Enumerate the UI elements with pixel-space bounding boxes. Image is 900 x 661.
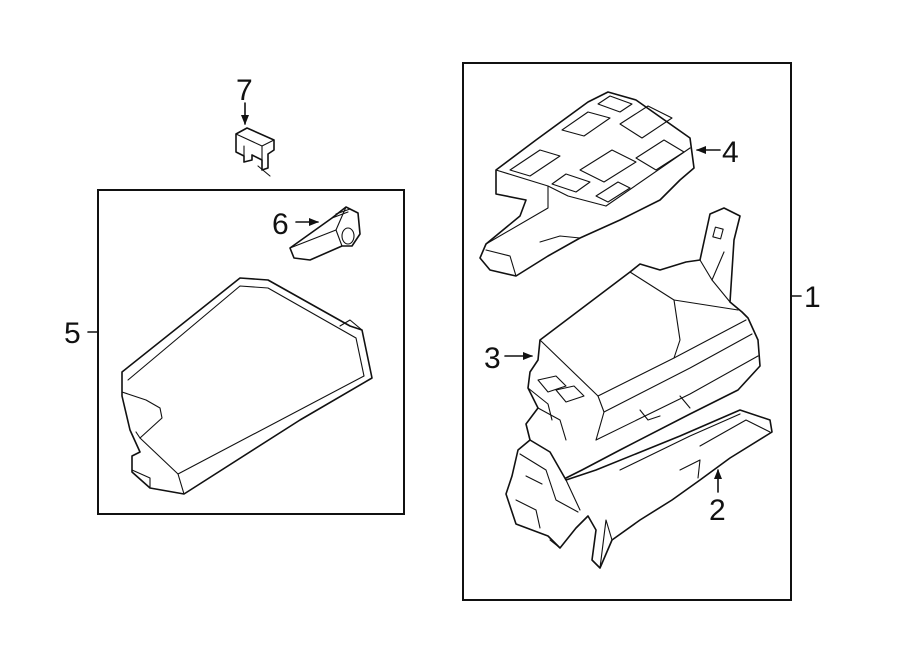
callout-4: 4 [722,136,739,169]
part-6-connector [289,206,361,261]
part-5-cover [121,277,373,495]
callout-3: 3 [484,342,501,375]
assembly-box-5 [97,189,405,515]
part-4-upper-insert [479,91,695,277]
callout-5: 5 [64,317,81,350]
callout-2: 2 [709,494,726,527]
callout-6: 6 [272,208,289,241]
callout-7: 7 [236,74,253,107]
part-7-fuse-clip [235,127,275,177]
part-3-main-housing [525,207,761,481]
part-2-lower-tray [505,409,773,569]
assembly-box-1 [462,62,792,601]
callout-1: 1 [804,281,821,314]
